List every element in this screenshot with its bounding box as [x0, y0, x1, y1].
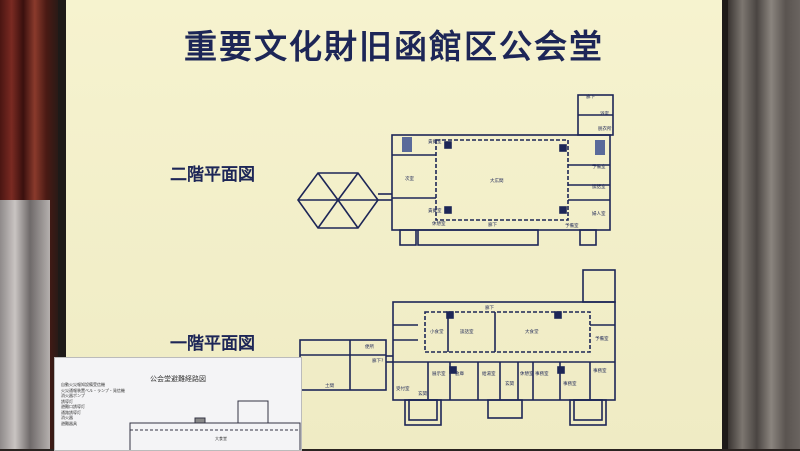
room-label: 休憩室 [520, 370, 534, 377]
room-label: 土間 [325, 382, 334, 389]
room-label: 廊下 [586, 93, 595, 100]
evacuation-route-sheet: 公会堂避難経路図 自動火災報知設備受信機 火災通報装置ベル・ランプ・発信機 消火… [54, 357, 302, 451]
floor2-room-labels: 大広間 貴賓室 貴賓室 休憩室 予備室 談話室 婦人室 予備室 次室 廊下 廊下… [405, 93, 612, 229]
legend-item: 誘導灯 [61, 398, 73, 404]
room-label: 談話室 [460, 328, 474, 335]
room-label: 事務室 [563, 380, 577, 387]
floor1-outline [392, 301, 616, 401]
sheer-curtain-left [0, 200, 50, 449]
floor1-annex [582, 269, 616, 303]
legend-item: 消火器ポンプ [61, 393, 85, 398]
room-label: 予備室 [565, 222, 579, 229]
room-label: 廊下 [488, 221, 497, 228]
room-label: 小食堂 [430, 328, 444, 335]
legend-item: 火災通報装置ベル・ランプ・発信機 [61, 387, 125, 393]
room-label: 婦人室 [592, 210, 606, 217]
room-label: 談話室 [592, 183, 606, 190]
curtain-right [728, 0, 800, 449]
legend-item: 消火器 [61, 415, 73, 420]
room-label: 廊下? [372, 357, 384, 364]
room-label: 廊下 [485, 304, 494, 311]
room-label: 玄関 [505, 380, 514, 387]
legend-item: 避難口誘導灯 [61, 404, 85, 409]
room-label: 便所 [365, 343, 374, 350]
floor2-label: 二階平面図 [170, 165, 255, 185]
room-label: 貴賓室 [428, 207, 442, 214]
room-label: 貴賓室 [428, 138, 442, 145]
board-title: 重要文化財旧函館区公会堂 [184, 27, 604, 66]
legend-item: 通路誘導灯 [61, 409, 81, 415]
evac-legend: 自動火災報知設備受信機 火災通報装置ベル・ランプ・発信機 消火器ポンプ 誘導灯 … [61, 382, 125, 426]
evac-room-label: 大食堂 [215, 435, 227, 441]
floor2-plan [297, 94, 614, 246]
room-label: 休憩室 [432, 220, 446, 227]
room-label: 予備室 [592, 163, 606, 170]
room-label: 大食堂 [525, 328, 539, 335]
room-label: 事務室 [593, 367, 607, 374]
room-label: 給湯室 [482, 370, 496, 377]
room-label: 大広間 [490, 177, 504, 184]
room-label: 倉庫 [455, 370, 464, 377]
room-label: 展示室 [432, 370, 446, 377]
room-label: 次室 [405, 175, 414, 182]
room-label: 浴室 [600, 110, 609, 117]
room-label: 受付室 [396, 385, 410, 392]
floor1-room-labels: 小食堂 談話室 大食堂 廊下 予備室 事務室 事務室 玄関 玄関 受付室 事務室… [325, 304, 609, 397]
floor1-label: 一階平面図 [170, 334, 255, 354]
legend-item: 自動火災報知設備受信機 [61, 382, 105, 387]
room-label: 玄関 [418, 390, 427, 397]
room-label: 予備室 [595, 335, 609, 342]
room-label: 事務室 [535, 370, 549, 377]
evac-sheet-title: 公会堂避難経路図 [150, 375, 206, 383]
room-label: 脱衣所 [598, 125, 612, 132]
evac-plan: 大食堂 [129, 400, 301, 450]
legend-item: 避難器具 [61, 420, 77, 426]
floor1-plan [299, 269, 616, 426]
